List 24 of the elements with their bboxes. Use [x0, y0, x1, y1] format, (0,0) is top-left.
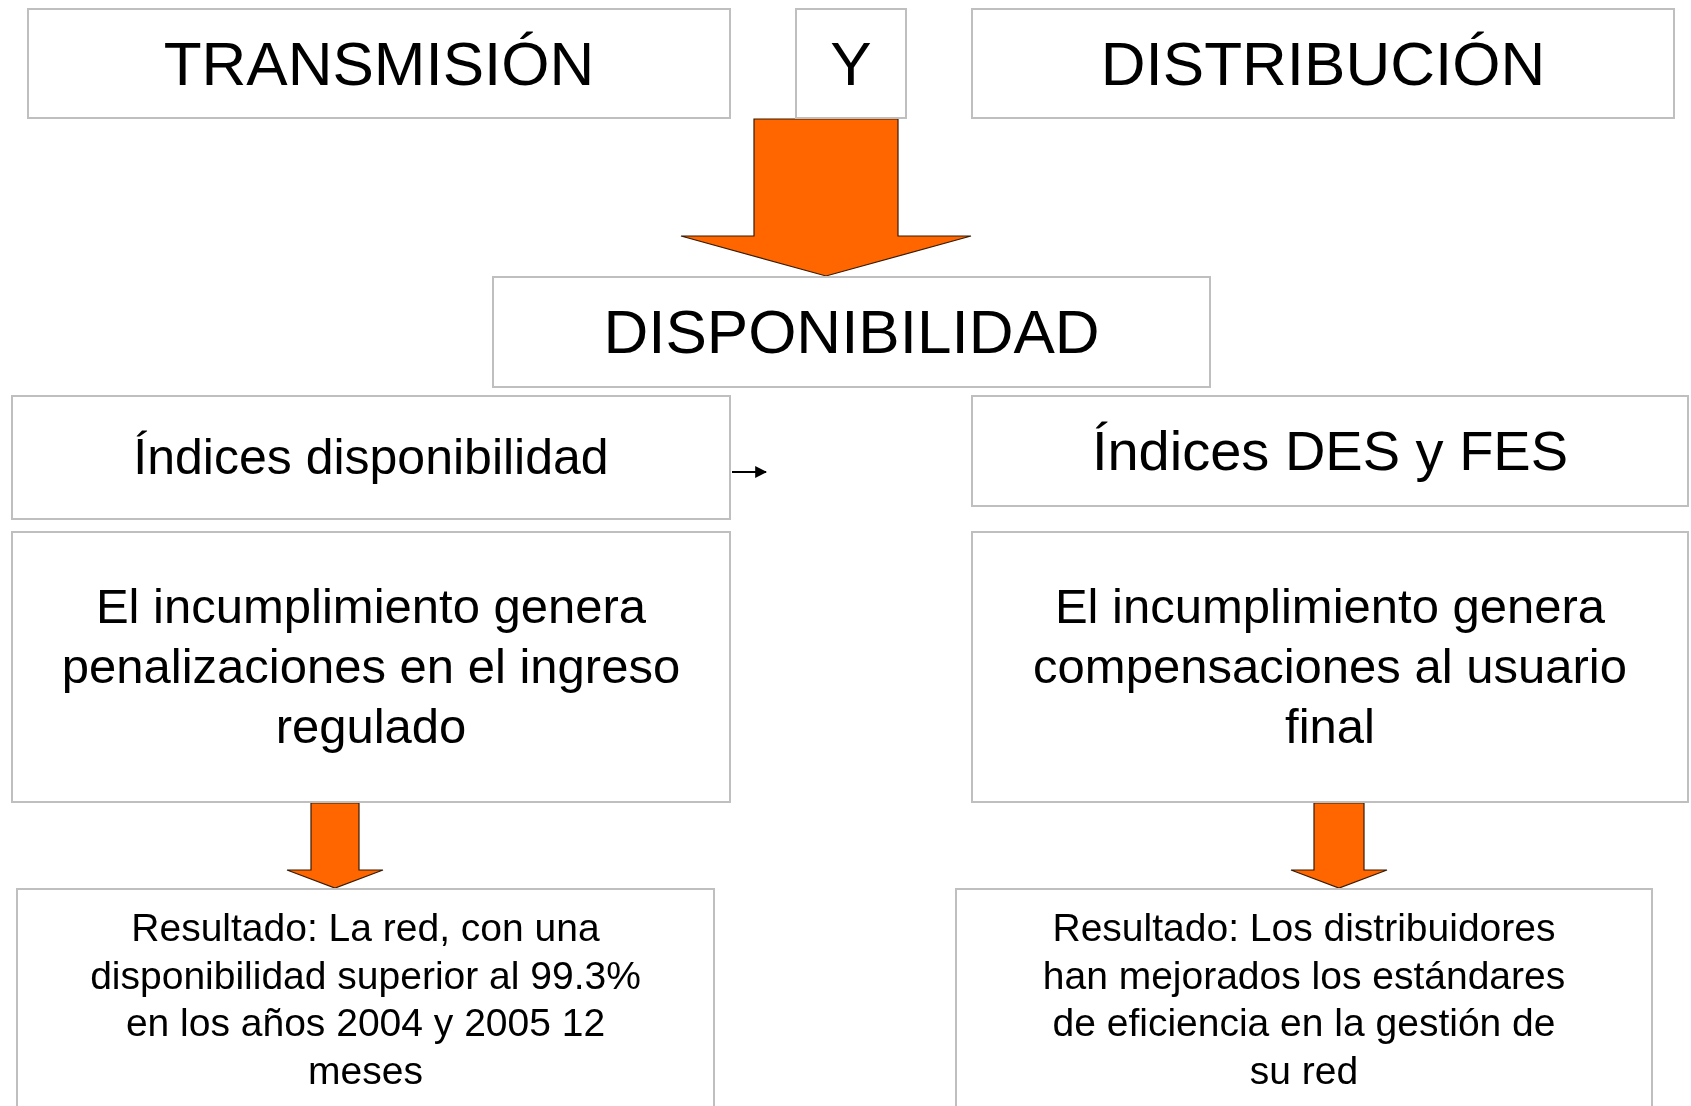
box-text: Resultado: Los distribuidores han mejorados los estándares de eficiencia en la gestión de su red	[1041, 905, 1567, 1094]
arrow	[1290, 802, 1388, 889]
title-box	[795, 8, 907, 119]
box-text: Índices disponibilidad	[133, 428, 609, 487]
box-text: El incumplimiento genera penalizaciones en el ingreso regulado	[60, 578, 682, 755]
box-text: DISPONIBILIDAD	[603, 296, 1100, 369]
arrow	[680, 118, 972, 277]
arrow	[286, 802, 384, 889]
box-text: Resultado: La red, con una disponibilidad superior al 99.3% en los años 2004 y 2005 12 meses	[89, 905, 642, 1094]
title-box	[971, 8, 1675, 119]
index-box	[11, 395, 731, 520]
result-box	[955, 888, 1653, 1106]
index-box	[971, 395, 1689, 507]
box-text: DISTRIBUCIÓN	[1100, 27, 1546, 100]
heading-box	[492, 276, 1211, 388]
box-text: Índices DES y FES	[1091, 417, 1569, 484]
box-text: Y	[830, 27, 872, 100]
result-box	[16, 888, 715, 1106]
box-text: El incumplimiento genera compensaciones al usuario final	[1032, 578, 1628, 755]
title-box	[27, 8, 731, 119]
arrow	[731, 466, 768, 478]
process-box	[971, 531, 1689, 803]
process-box	[11, 531, 731, 803]
box-text: TRANSMISIÓN	[163, 27, 595, 100]
